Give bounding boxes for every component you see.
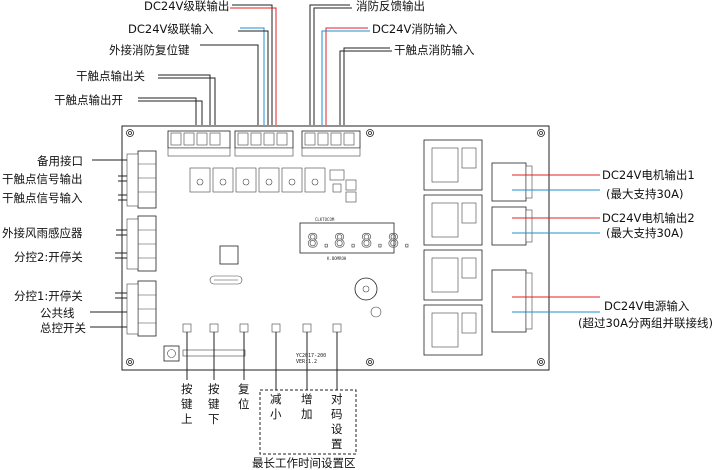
label-wind-rain-sensor: 外接风雨感应器 [2,226,83,240]
label-dry-fire-in: 干触点消防输入 [394,43,475,57]
label-dry-signal-in: 干触点信号输入 [2,191,83,205]
seven-segment-display: CLKTOCOM 8.8.8.8. K.BOMROH [299,217,415,261]
crystal [209,275,243,285]
motor2-terminal [491,206,533,246]
label-fire-in-24v: DC24V消防输入 [372,22,458,36]
left-terminal-block-top [126,150,157,209]
display-top-mark: CLKTOCOM [315,217,335,222]
svg-text:按: 按 [181,382,193,396]
svg-text:下: 下 [208,412,220,426]
top-terminal-block-right [301,130,361,157]
svg-text:小: 小 [270,407,282,421]
label-spare-port: 备用接口 [37,154,83,168]
top-terminal-block-middle [234,130,294,157]
svg-text:码: 码 [331,407,343,421]
label-dry-out-close: 干触点输出关 [76,69,145,83]
svg-text:设: 设 [331,422,343,436]
label-increase: 增 加 [301,392,313,421]
motor1-terminal [491,162,533,202]
label-key-up: 按 键 上 [181,382,193,426]
label-zone2-onoff: 分控2:开停关 [14,250,83,264]
label-common-line: 公共线 [40,306,75,320]
display-bottom-mark: K.BOMROH [327,256,347,261]
power-relays [423,139,483,356]
svg-text:增: 增 [301,392,313,406]
left-terminal-block-middle [126,215,157,272]
label-decrease: 减 小 [270,392,282,421]
label-key-down: 按 键 下 [208,382,220,426]
ic-chip [219,245,239,265]
label-motor2-note: (最大支持30A) [606,226,683,240]
svg-text:键: 键 [181,397,193,411]
time-setting-zone [259,389,357,455]
label-cascade-in: DC24V级联输入 [128,22,214,36]
top-terminal-block-left [167,130,231,157]
label-time-zone: 最长工作时间设置区 [252,456,356,470]
label-dry-out-open: 干触点输出开 [54,93,123,107]
svg-text:对: 对 [331,392,343,406]
label-code-setting: 对 码 设 置 [331,392,343,451]
svg-text:复: 复 [238,382,250,396]
svg-text:加: 加 [301,407,313,421]
mounting-holes [126,129,545,366]
svg-text:置: 置 [331,437,343,451]
top-wires [138,4,392,125]
svg-text:按: 按 [208,382,220,396]
label-motor1: DC24V电机输出1 [602,168,695,182]
label-power-in: DC24V电源输入 [604,299,690,313]
left-wires [90,159,127,328]
label-cascade-out: DC24V级联输出 [144,0,229,13]
label-master-switch: 总控开关 [40,321,86,335]
svg-text:位: 位 [238,397,250,411]
label-fire-feedback-out: 消防反馈输出 [356,0,425,13]
svg-text:键: 键 [208,397,220,411]
bottom-wires [186,332,338,390]
right-wires [512,174,600,313]
model-mark: YC2017-200 [296,353,326,359]
label-ext-fire-reset-key: 外接消防复位键 [109,43,190,57]
svg-text:减: 减 [270,392,282,406]
label-zone1-onoff: 分控1:开停关 [14,289,83,303]
label-power-note: (超过30A分两组并联接线) [578,316,713,330]
display-digits: 8.8.8.8. [307,230,415,252]
small-relay-row [189,167,357,203]
label-motor1-note: (最大支持30A) [606,187,683,201]
left-terminal-block-bottom [126,280,157,337]
label-reset: 复 位 [238,382,250,411]
svg-text:上: 上 [181,412,193,426]
label-motor2: DC24V电机输出2 [602,211,695,225]
power-terminal [491,269,533,333]
buzzer [354,277,382,318]
label-dry-signal-out: 干触点信号输出 [2,172,83,186]
